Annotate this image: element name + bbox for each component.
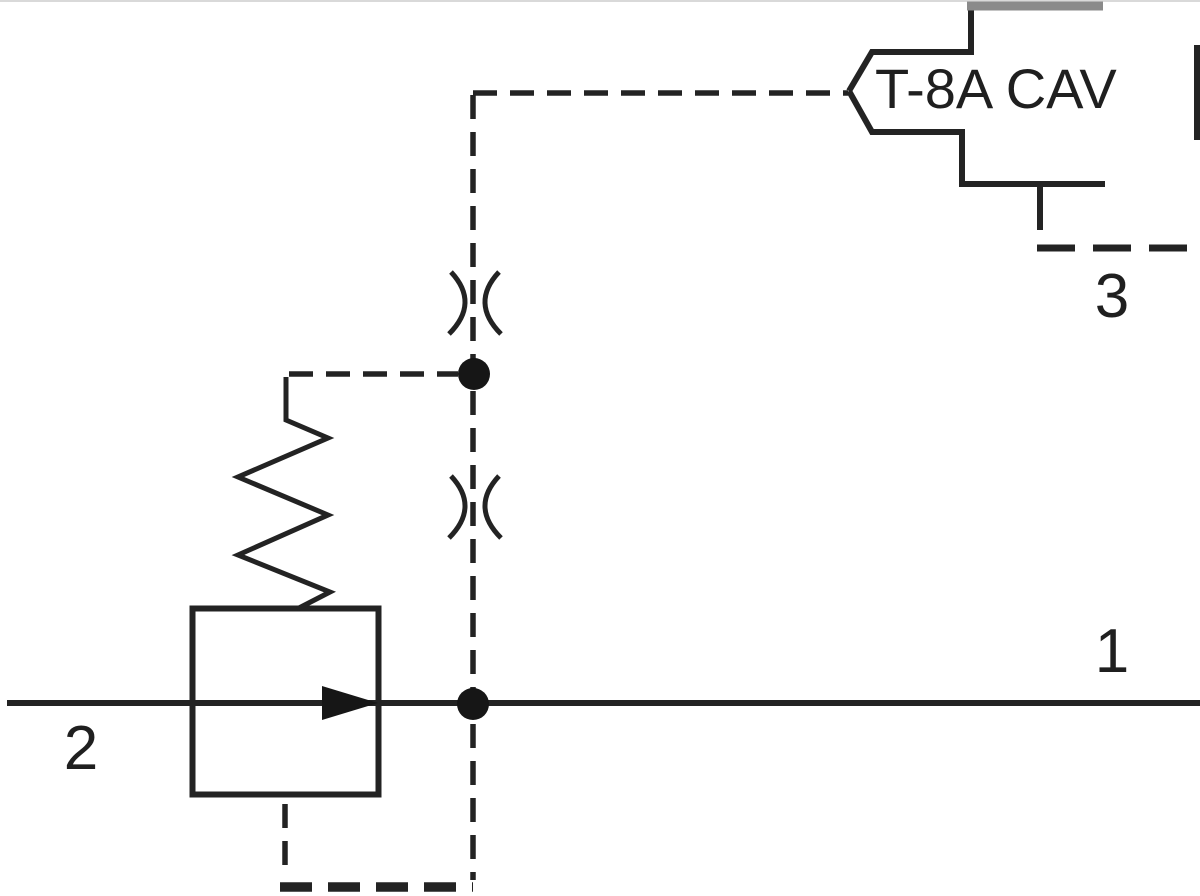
right-flow-arrow-icon xyxy=(322,686,378,720)
port-1-label: 1 xyxy=(1095,617,1129,686)
port-2-label: 2 xyxy=(64,714,98,783)
valve-body-box xyxy=(189,605,382,798)
junction-dot-upper xyxy=(458,358,490,390)
cavity-outline-upper xyxy=(846,7,974,93)
port-3-label: 3 xyxy=(1095,262,1129,331)
cavity-outline-lower xyxy=(846,89,1105,187)
orifice-restrictor-lower-icon xyxy=(447,474,503,540)
spring-icon xyxy=(231,377,337,612)
junction-dot-lower xyxy=(457,688,489,720)
orifice-restrictor-upper-icon xyxy=(447,270,503,336)
cavity-callout-label: T-8A CAV xyxy=(875,57,1117,120)
cavity-outline xyxy=(846,1,1200,230)
